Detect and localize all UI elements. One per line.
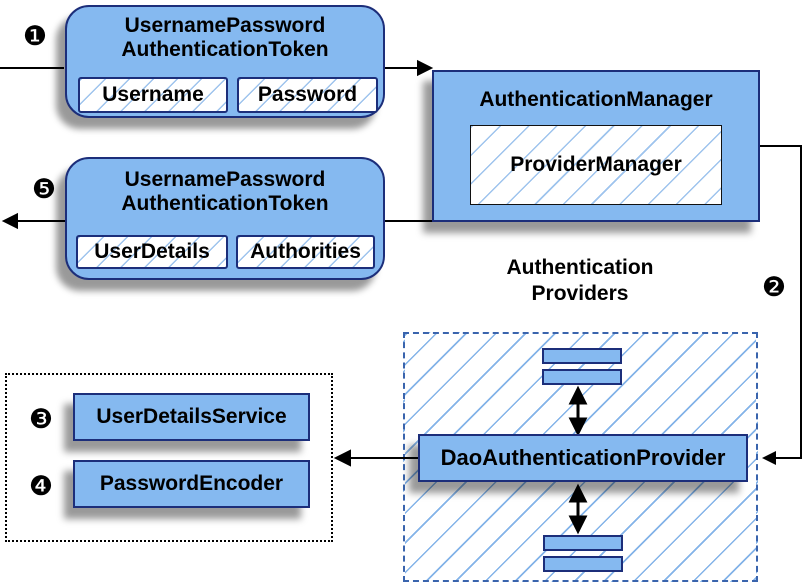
- step-2-badge: ❷: [761, 272, 787, 302]
- providers-heading: Authentication Providers: [460, 255, 700, 307]
- password-field: Password: [237, 77, 378, 113]
- authorities-field: Authorities: [236, 235, 375, 269]
- provider-list-item: [542, 348, 622, 364]
- provider-list-link-bottom-icon: [568, 483, 588, 535]
- step-1-badge: ❶: [22, 21, 48, 51]
- heading-line-1: Authentication: [506, 256, 654, 279]
- title-line-2: AuthenticationToken: [121, 38, 329, 61]
- title-line-1: UsernamePassword: [124, 14, 326, 37]
- username-password-token-request-box: UsernamePassword AuthenticationToken Use…: [65, 5, 385, 118]
- arrowhead-left-icon: [762, 451, 776, 465]
- arrowhead-right-icon: [417, 59, 434, 77]
- password-encoder-box: PasswordEncoder: [73, 460, 310, 508]
- box-title: UsernamePassword AuthenticationToken: [67, 159, 383, 216]
- manager-to-provider-connector: [758, 145, 802, 465]
- username-field: Username: [78, 77, 228, 113]
- username-password-token-response-box: UsernamePassword AuthenticationToken Use…: [65, 157, 385, 280]
- arrowhead-left-icon: [1, 212, 18, 230]
- step-4-badge: ❹: [28, 471, 54, 501]
- title-line-2: AuthenticationToken: [121, 192, 329, 215]
- dao-authentication-provider-box: DaoAuthenticationProvider: [418, 434, 748, 482]
- provider-list-item: [542, 369, 622, 385]
- heading-line-2: Providers: [531, 282, 629, 305]
- step-5-badge: ❺: [31, 174, 57, 204]
- provider-manager-box: ProviderManager: [470, 125, 722, 205]
- provider-to-services-connector: [333, 449, 419, 467]
- step5-response-connector: [1, 212, 433, 230]
- user-details-service-box: UserDetailsService: [73, 393, 310, 441]
- userdetails-field: UserDetails: [76, 235, 228, 269]
- authentication-manager-box: AuthenticationManager ProviderManager: [432, 70, 760, 222]
- arrowhead-left-icon: [333, 449, 351, 467]
- provider-list-item: [543, 535, 623, 551]
- step1-request-connector: [0, 59, 434, 77]
- provider-list-link-top-icon: [568, 385, 588, 437]
- box-title: UsernamePassword AuthenticationToken: [67, 7, 383, 62]
- provider-list-item: [543, 556, 623, 572]
- step-3-badge: ❸: [28, 404, 54, 434]
- title-line-1: UsernamePassword: [124, 168, 326, 191]
- authentication-manager-title: AuthenticationManager: [479, 88, 713, 111]
